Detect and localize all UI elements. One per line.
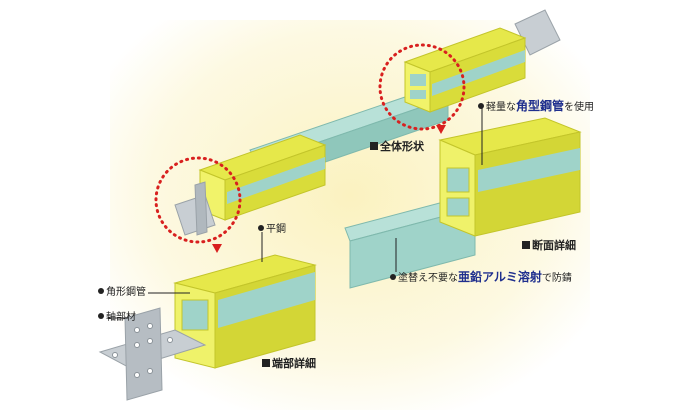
label-end-detail: 端部詳細 <box>262 358 316 370</box>
right-sec-strip <box>432 50 525 96</box>
label-overall-shape: 全体形状 <box>370 141 424 153</box>
square-marker <box>370 142 378 150</box>
dot-marker <box>390 274 396 280</box>
arrow-right <box>436 125 446 134</box>
dot-marker <box>478 103 484 109</box>
square-marker <box>262 359 270 367</box>
dot-marker <box>258 225 264 231</box>
highlight-circle-left <box>154 156 242 244</box>
label-flat-steel: 平鋼 <box>258 224 286 236</box>
label-square-pipe: 角形鋼管 <box>98 287 146 299</box>
highlight-circle-right <box>378 43 466 131</box>
arrow-left <box>212 244 222 253</box>
label-coating: 塗替え不要な亜鉛アルミ溶射で防錆 <box>390 271 572 285</box>
sd-box-strip <box>478 148 580 192</box>
dot-marker <box>98 313 104 319</box>
left-sec-strip <box>227 157 325 204</box>
right-sec-end-hole2 <box>410 90 426 99</box>
end-plate-left-v <box>194 181 208 236</box>
ed-box-strip <box>218 272 315 328</box>
ed-bolt-holes <box>112 323 173 378</box>
ed-hole <box>181 299 209 331</box>
end-detail <box>98 232 317 401</box>
section-detail <box>344 108 582 289</box>
square-marker <box>522 241 530 249</box>
dot-marker <box>98 288 104 294</box>
label-end-member: 軸部材 <box>98 312 136 324</box>
overall-member <box>154 9 561 253</box>
sd-bar-front <box>349 207 476 289</box>
label-light-pipe: 軽量な角型鋼管を使用 <box>478 100 594 114</box>
sd-hole-bottom <box>446 197 470 217</box>
label-section-detail: 断面詳細 <box>522 240 576 252</box>
right-sec-end-hole <box>410 74 426 86</box>
sd-hole-top <box>446 167 470 193</box>
